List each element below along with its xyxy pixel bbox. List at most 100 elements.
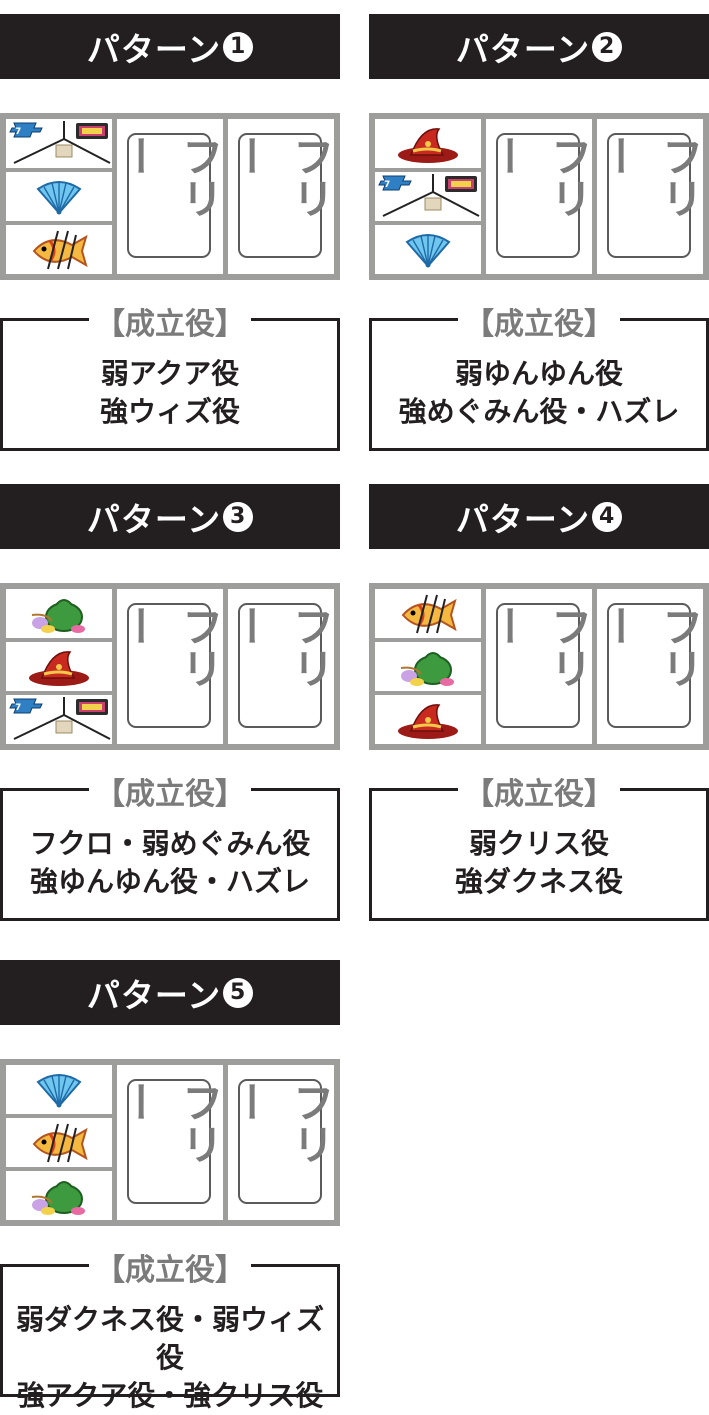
result-line: 強ゆんゆん役・ハズレ [29,865,310,898]
bonus-combo-icon: 7 [6,695,112,744]
result-line: 弱アクア役 [100,357,240,390]
reel-cell [375,225,481,274]
reel-cell [6,1065,112,1114]
hat-icon [26,646,92,688]
free-label: フリー [114,135,224,219]
reel-cell-divider [6,638,112,642]
free-box: フリー [114,1079,224,1204]
right-reel: フリー [594,589,704,744]
result-label: 【成立役】 [458,299,620,343]
free-box: フリー [225,133,335,258]
free-box: フリー [225,603,335,728]
reel-cell-divider [375,221,481,225]
hat-icon [395,699,461,741]
pattern-title: パターン [86,499,222,539]
pattern-number-badge: 5 [223,977,254,1008]
result-line: 強ウィズ役 [99,395,240,428]
reel-cell [6,225,112,274]
left-reel: 7 [6,119,112,274]
result-line: 弱ゆんゆん役 [454,357,623,390]
left-reel: 7 [6,589,112,744]
reel-cell [375,642,481,691]
free-label: フリー [594,135,704,219]
fan-icon [34,1070,84,1110]
result-label: 【成立役】 [89,1245,251,1289]
result-label: 【成立役】 [89,299,251,343]
free-label: フリー [594,605,704,689]
free-label: フリー [225,135,335,219]
free-box: フリー [483,603,593,728]
pattern-title: パターン [86,29,222,69]
left-reel [375,589,481,744]
reel-cell-divider [375,638,481,642]
bonus-combo-icon: 7 [375,172,481,221]
reel-cell [375,119,481,168]
svg-text:7: 7 [15,703,21,713]
reel-cell-divider [375,691,481,695]
reel-window: フリー フリー [0,1059,340,1226]
result-box: 【成立役】 弱クリス役 強ダクネス役 [369,769,709,921]
center-reel: フリー [483,119,593,274]
free-label: フリー [225,605,335,689]
center-reel: フリー [114,1065,224,1220]
reel-cell: 7 [375,172,481,221]
reel-cell-divider [6,691,112,695]
frog-icon [26,1175,92,1217]
svg-text:7: 7 [384,180,390,190]
free-box: フリー [483,133,593,258]
result-box: 【成立役】 弱ダクネス役・弱ウィズ役 強アクア役・強クリス役 [0,1245,340,1412]
center-reel: フリー [483,589,593,744]
free-label: フリー [483,605,593,689]
result-line: 弱ダクネス役・弱ウィズ役 [15,1303,324,1374]
result-lines: 弱ゆんゆん役 強めぐみん役・ハズレ [372,355,706,431]
result-lines: フクロ・弱めぐみん役 強ゆんゆん役・ハズレ [3,825,337,901]
reel-cell [6,1118,112,1167]
reel-window: フリー フリー [369,583,709,750]
result-line: 強ダクネス役 [454,865,623,898]
free-label: フリー [114,605,224,689]
pattern-number-badge: 2 [592,31,623,62]
free-box: フリー [594,603,704,728]
left-reel: 7 [375,119,481,274]
result-box: 【成立役】 弱アクア役 強ウィズ役 [0,299,340,451]
result-box: 【成立役】 フクロ・弱めぐみん役 強ゆんゆん役・ハズレ [0,769,340,921]
reel-cell-divider [6,1114,112,1118]
center-reel: フリー [114,119,224,274]
right-reel: フリー [225,1065,335,1220]
pattern-title: パターン [455,499,591,539]
reel-cell: 7 [6,119,112,168]
reel-cell-divider [6,221,112,225]
reel-cell [6,172,112,221]
frog-icon [395,646,461,688]
hat-icon [395,123,461,165]
free-box: フリー [114,133,224,258]
fish-icon [28,1122,90,1164]
result-lines: 弱ダクネス役・弱ウィズ役 強アクア役・強クリス役 [3,1301,337,1415]
result-line: 弱クリス役 [468,827,609,860]
fish-icon [397,593,459,635]
reel-window: 7 フリー フリー [0,583,340,750]
pattern-title: パターン [86,975,222,1015]
pattern-number-badge: 1 [223,31,254,62]
free-label: フリー [225,1081,335,1165]
reel-window: 7 フリー フリー [0,113,340,280]
free-box: フリー [114,603,224,728]
svg-text:7: 7 [15,127,21,137]
right-reel: フリー [225,119,335,274]
center-reel: フリー [114,589,224,744]
right-reel: フリー [225,589,335,744]
fan-icon [403,230,453,270]
pattern-number-badge: 4 [592,501,623,532]
pattern-number-badge: 3 [223,501,254,532]
fan-icon [34,177,84,217]
result-line: フクロ・弱めぐみん役 [29,827,311,860]
frog-icon [26,593,92,635]
result-lines: 弱アクア役 強ウィズ役 [3,355,337,431]
reel-window: 7 フリー フリー [369,113,709,280]
right-reel: フリー [594,119,704,274]
fish-icon [28,229,90,271]
